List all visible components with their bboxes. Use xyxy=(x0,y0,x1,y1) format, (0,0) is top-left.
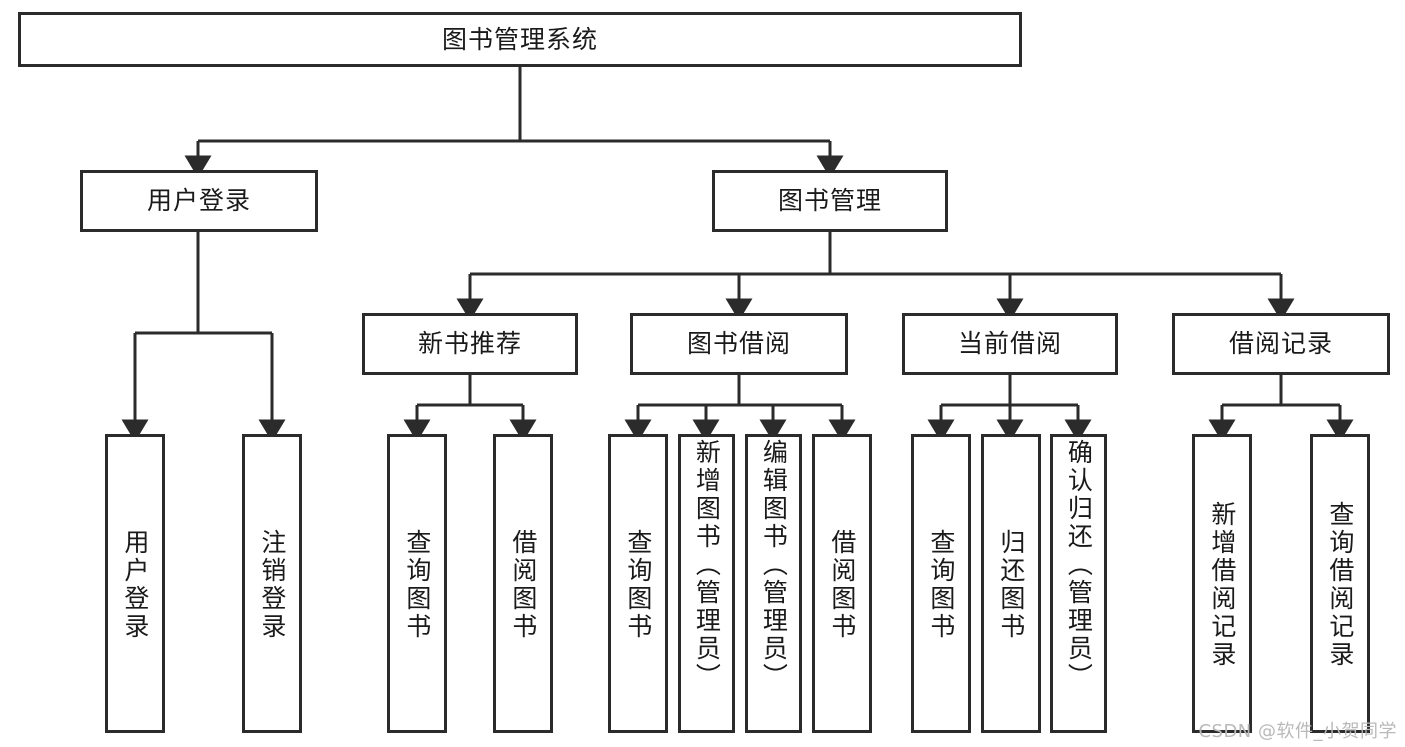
node-leaf-query-borrow-record-label: 查询借阅记录 xyxy=(1325,500,1355,669)
node-leaf-return-book[interactable]: 归还图书 xyxy=(981,434,1041,733)
node-leaf-edit-book-admin-label: 编辑图书（管理员） xyxy=(759,439,789,691)
node-root-system[interactable]: 图书管理系统 xyxy=(18,12,1022,67)
node-leaf-query-book-2-label: 查询图书 xyxy=(623,528,653,641)
node-book-borrow[interactable]: 图书借阅 xyxy=(630,313,848,375)
node-leaf-query-book-3-label: 查询图书 xyxy=(926,528,956,641)
node-leaf-borrow-book-2[interactable]: 借阅图书 xyxy=(812,434,872,733)
node-leaf-query-book-1[interactable]: 查询图书 xyxy=(387,434,447,733)
node-borrow-record[interactable]: 借阅记录 xyxy=(1172,313,1390,375)
node-leaf-confirm-return-admin[interactable]: 确认归还（管理员） xyxy=(1050,434,1107,733)
node-leaf-query-book-3[interactable]: 查询图书 xyxy=(911,434,971,733)
node-book-manage[interactable]: 图书管理 xyxy=(712,170,948,232)
node-leaf-edit-book-admin[interactable]: 编辑图书（管理员） xyxy=(745,434,802,733)
node-leaf-borrow-book-1[interactable]: 借阅图书 xyxy=(493,434,553,733)
node-leaf-confirm-return-admin-label: 确认归还（管理员） xyxy=(1064,439,1094,691)
node-leaf-user-login[interactable]: 用户登录 xyxy=(105,434,165,733)
node-leaf-add-borrow-record-label: 新增借阅记录 xyxy=(1207,500,1237,669)
node-leaf-return-book-label: 归还图书 xyxy=(996,528,1026,641)
node-leaf-user-login-label: 用户登录 xyxy=(120,528,150,641)
node-leaf-add-book-admin[interactable]: 新增图书（管理员） xyxy=(678,434,735,733)
csdn-watermark: CSDN @软件_小贺同学 xyxy=(1198,721,1397,742)
node-leaf-logout-label: 注销登录 xyxy=(257,528,287,641)
node-leaf-query-book-2[interactable]: 查询图书 xyxy=(608,434,668,733)
node-leaf-add-book-admin-label: 新增图书（管理员） xyxy=(692,439,722,691)
node-leaf-query-book-1-label: 查询图书 xyxy=(402,528,432,641)
node-current-borrow[interactable]: 当前借阅 xyxy=(902,313,1118,375)
node-user-login[interactable]: 用户登录 xyxy=(80,170,318,232)
node-leaf-add-borrow-record[interactable]: 新增借阅记录 xyxy=(1192,434,1252,733)
node-leaf-logout[interactable]: 注销登录 xyxy=(242,434,302,733)
node-leaf-query-borrow-record[interactable]: 查询借阅记录 xyxy=(1310,434,1370,733)
node-new-book-recommend[interactable]: 新书推荐 xyxy=(362,313,578,375)
node-leaf-borrow-book-2-label: 借阅图书 xyxy=(827,528,857,641)
node-leaf-borrow-book-1-label: 借阅图书 xyxy=(508,528,538,641)
